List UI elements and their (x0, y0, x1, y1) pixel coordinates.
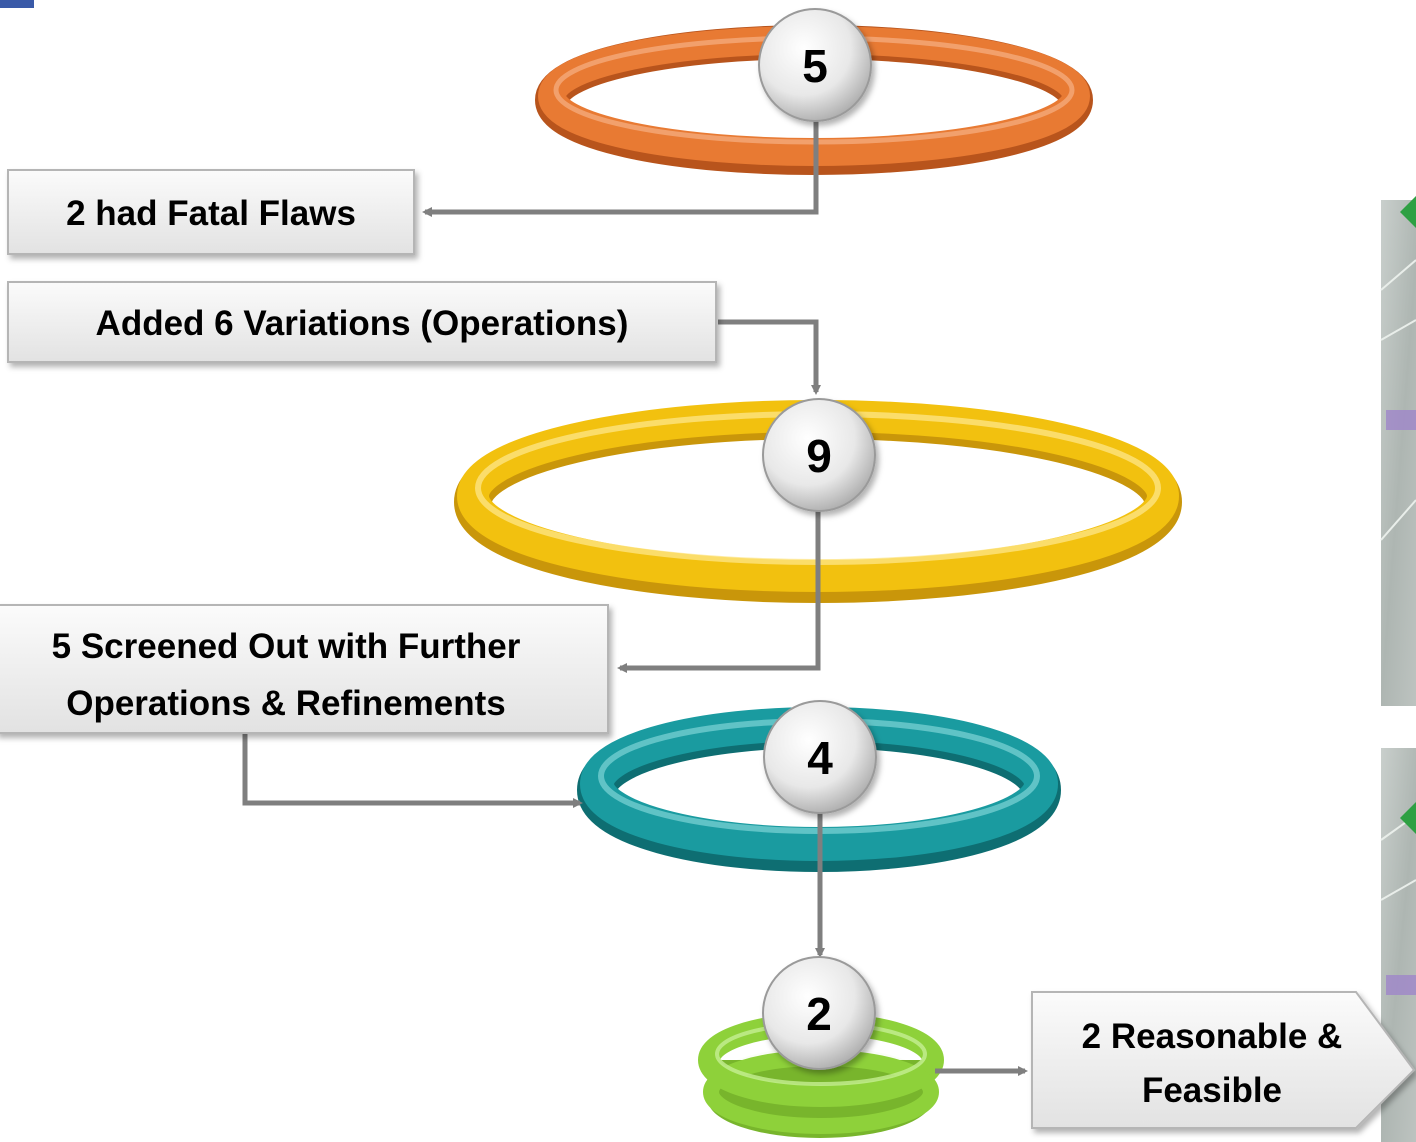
connector-to-screened-out (617, 510, 821, 673)
box-fatal-flaws-label: 2 had Fatal Flaws (66, 194, 356, 233)
logo-fragment-icon (0, 0, 34, 8)
count-stage-2: 9 (806, 430, 832, 482)
box-reasonable (1031, 991, 1416, 1129)
map-thumbnail-top (1380, 196, 1416, 706)
badge-stage-1 (758, 8, 872, 122)
badge-stage-3 (763, 700, 877, 814)
box-screened-out-line-2: Operations & Refinements (66, 684, 506, 723)
box-added-variations-label: Added 6 Variations (Operations) (96, 304, 629, 343)
green-marker-icon (1400, 196, 1416, 228)
box-reasonable-line-1: 2 Reasonable & (1082, 1017, 1343, 1056)
connector-into-stage-3 (242, 733, 583, 808)
count-stage-4: 2 (806, 988, 832, 1040)
box-screened-out-line-1: 5 Screened Out with Further (52, 627, 521, 666)
count-stage-1: 5 (802, 40, 828, 92)
box-fatal-flaws (7, 169, 415, 255)
green-marker-icon (1400, 802, 1416, 834)
connectors (242, 115, 1028, 1076)
box-screened-out (0, 604, 609, 734)
connector-from-added-variations (718, 319, 821, 395)
badge-stage-2 (762, 398, 876, 512)
box-added-variations (7, 281, 717, 363)
badge-stage-4 (762, 956, 876, 1070)
connector-to-fatal-flaws (422, 115, 819, 217)
count-stage-3: 4 (807, 732, 833, 784)
ring-stage-4 (698, 1013, 944, 1138)
box-reasonable-line-2: Feasible (1142, 1071, 1282, 1110)
